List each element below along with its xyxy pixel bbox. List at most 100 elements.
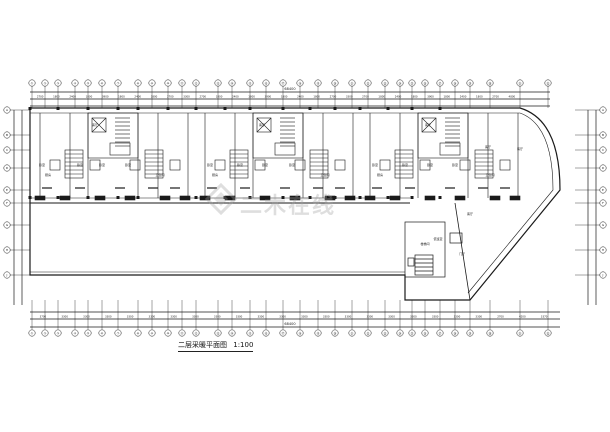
drawing-scale: 1:100 bbox=[233, 341, 254, 349]
column bbox=[56, 107, 60, 110]
grid-label: ⑨ bbox=[151, 331, 154, 335]
grid-label: ⑩ bbox=[167, 331, 170, 335]
overall-dimension-bottom: 68400 bbox=[284, 322, 295, 326]
grid-bubble bbox=[381, 79, 389, 87]
grid-label: ⑦ bbox=[117, 81, 120, 85]
grid-bubble bbox=[84, 329, 92, 337]
grid-label: ㉘ bbox=[453, 80, 456, 85]
dimension-text: 3700 bbox=[40, 315, 47, 319]
column bbox=[223, 107, 227, 110]
grid-label: ㉚ bbox=[488, 80, 491, 85]
grid-bubble bbox=[279, 79, 287, 87]
grid-bubble bbox=[396, 79, 404, 87]
column bbox=[28, 107, 32, 110]
grid-label: C bbox=[6, 148, 8, 152]
room-label: 卧室 bbox=[99, 162, 105, 167]
bathroom-fixture bbox=[214, 159, 226, 171]
grid-bubble bbox=[516, 329, 524, 337]
dimension-text: 2700 bbox=[37, 95, 44, 99]
grid-label: ㉒ bbox=[366, 330, 369, 335]
room-label: 客厅 bbox=[517, 146, 523, 151]
dimension-text: 3300 bbox=[183, 95, 190, 99]
bathroom-fixture bbox=[334, 159, 346, 171]
dimension-text: 3300 bbox=[127, 315, 134, 319]
dimension-text: 3300 bbox=[279, 315, 286, 319]
lobby bbox=[274, 142, 296, 156]
dimension-text: 2700 bbox=[330, 95, 337, 99]
dimension-text: 3300 bbox=[61, 315, 68, 319]
grid-bubble bbox=[331, 329, 339, 337]
window bbox=[179, 195, 191, 201]
grid-bubble bbox=[396, 329, 404, 337]
grid-label: ⑩ bbox=[167, 81, 170, 85]
grid-label: H bbox=[6, 248, 8, 252]
elevator-cross bbox=[91, 117, 107, 133]
dimension-text: 3900 bbox=[265, 95, 272, 99]
dimension-text: 3370 bbox=[541, 315, 548, 319]
grid-label: ⑬ bbox=[216, 80, 219, 85]
elevator-shaft bbox=[91, 117, 107, 133]
column bbox=[223, 196, 227, 199]
apartment-module bbox=[34, 112, 191, 201]
grid-bubble bbox=[544, 329, 552, 337]
dimension-text: 3300 bbox=[410, 315, 417, 319]
grid-label: ⑭ bbox=[230, 330, 233, 335]
grid-label: ⑥ bbox=[101, 81, 104, 85]
grid-bubble bbox=[178, 79, 186, 87]
grid-bubble bbox=[421, 79, 429, 87]
grid-label: ㉓ bbox=[383, 80, 386, 85]
dimension-text: 1800 bbox=[443, 95, 450, 99]
grid-label: ⑧ bbox=[137, 81, 140, 85]
grid-label: G bbox=[602, 223, 605, 227]
dimension-text: 3300 bbox=[366, 315, 373, 319]
dimension-text: 2700 bbox=[497, 315, 504, 319]
grid-bubble bbox=[148, 79, 156, 87]
grid-label: ㉖ bbox=[423, 330, 426, 335]
grid-bubble bbox=[134, 79, 142, 87]
column bbox=[116, 196, 120, 199]
grid-bubble bbox=[408, 79, 416, 87]
grid-label: ⑪ bbox=[180, 80, 183, 85]
grid-bubble bbox=[246, 79, 254, 87]
window bbox=[124, 195, 136, 201]
grid-label: ⑰ bbox=[281, 80, 284, 85]
bathroom-fixture bbox=[254, 159, 266, 171]
dimension-text: 3900 bbox=[102, 95, 109, 99]
duplex-stair bbox=[309, 149, 329, 179]
grid-label: E bbox=[602, 188, 604, 192]
column bbox=[358, 107, 362, 110]
grid-label: ㉗ bbox=[438, 330, 441, 335]
dimension-text: 1800 bbox=[476, 95, 483, 99]
dimension-text: 1800 bbox=[86, 95, 93, 99]
duplex-stair bbox=[64, 149, 84, 179]
column bbox=[410, 196, 414, 199]
dimension-text: 3300 bbox=[214, 315, 221, 319]
grid-bubble bbox=[214, 79, 222, 87]
room-labels: 卧室卧室卧室卧室卧室卧室卧室卧室卧室卧室卧室卧室客厅客厅客厅客厅客厅客厅厨房厨房… bbox=[39, 122, 523, 256]
room-label: 客厅 bbox=[425, 122, 431, 127]
grid-label: ⑯ bbox=[264, 80, 267, 85]
grid-bubble bbox=[41, 79, 49, 87]
grid-label: ⑥ bbox=[101, 331, 104, 335]
bathroom-fixture bbox=[89, 159, 101, 171]
grid-label: ㉒ bbox=[366, 80, 369, 85]
grid-bubble bbox=[84, 79, 92, 87]
room-label: 卫生间 bbox=[155, 172, 164, 177]
grid-label: ③ bbox=[57, 81, 60, 85]
grid-bubble bbox=[331, 79, 339, 87]
dimension-text: 1800 bbox=[216, 95, 223, 99]
grid-label: ⑲ bbox=[316, 80, 319, 85]
grid-label: ⑲ bbox=[316, 330, 319, 335]
bathroom-fixture bbox=[459, 159, 471, 171]
column bbox=[410, 107, 414, 110]
grid-bubble bbox=[228, 329, 236, 337]
elevator-shaft bbox=[421, 117, 437, 133]
overall-dimension-top: 68400 bbox=[284, 87, 295, 91]
window bbox=[34, 195, 46, 201]
column bbox=[56, 196, 60, 199]
grid-label: ㉔ bbox=[398, 330, 401, 335]
grid-label: ㉛ bbox=[518, 80, 521, 85]
duplex-stair bbox=[144, 149, 164, 179]
